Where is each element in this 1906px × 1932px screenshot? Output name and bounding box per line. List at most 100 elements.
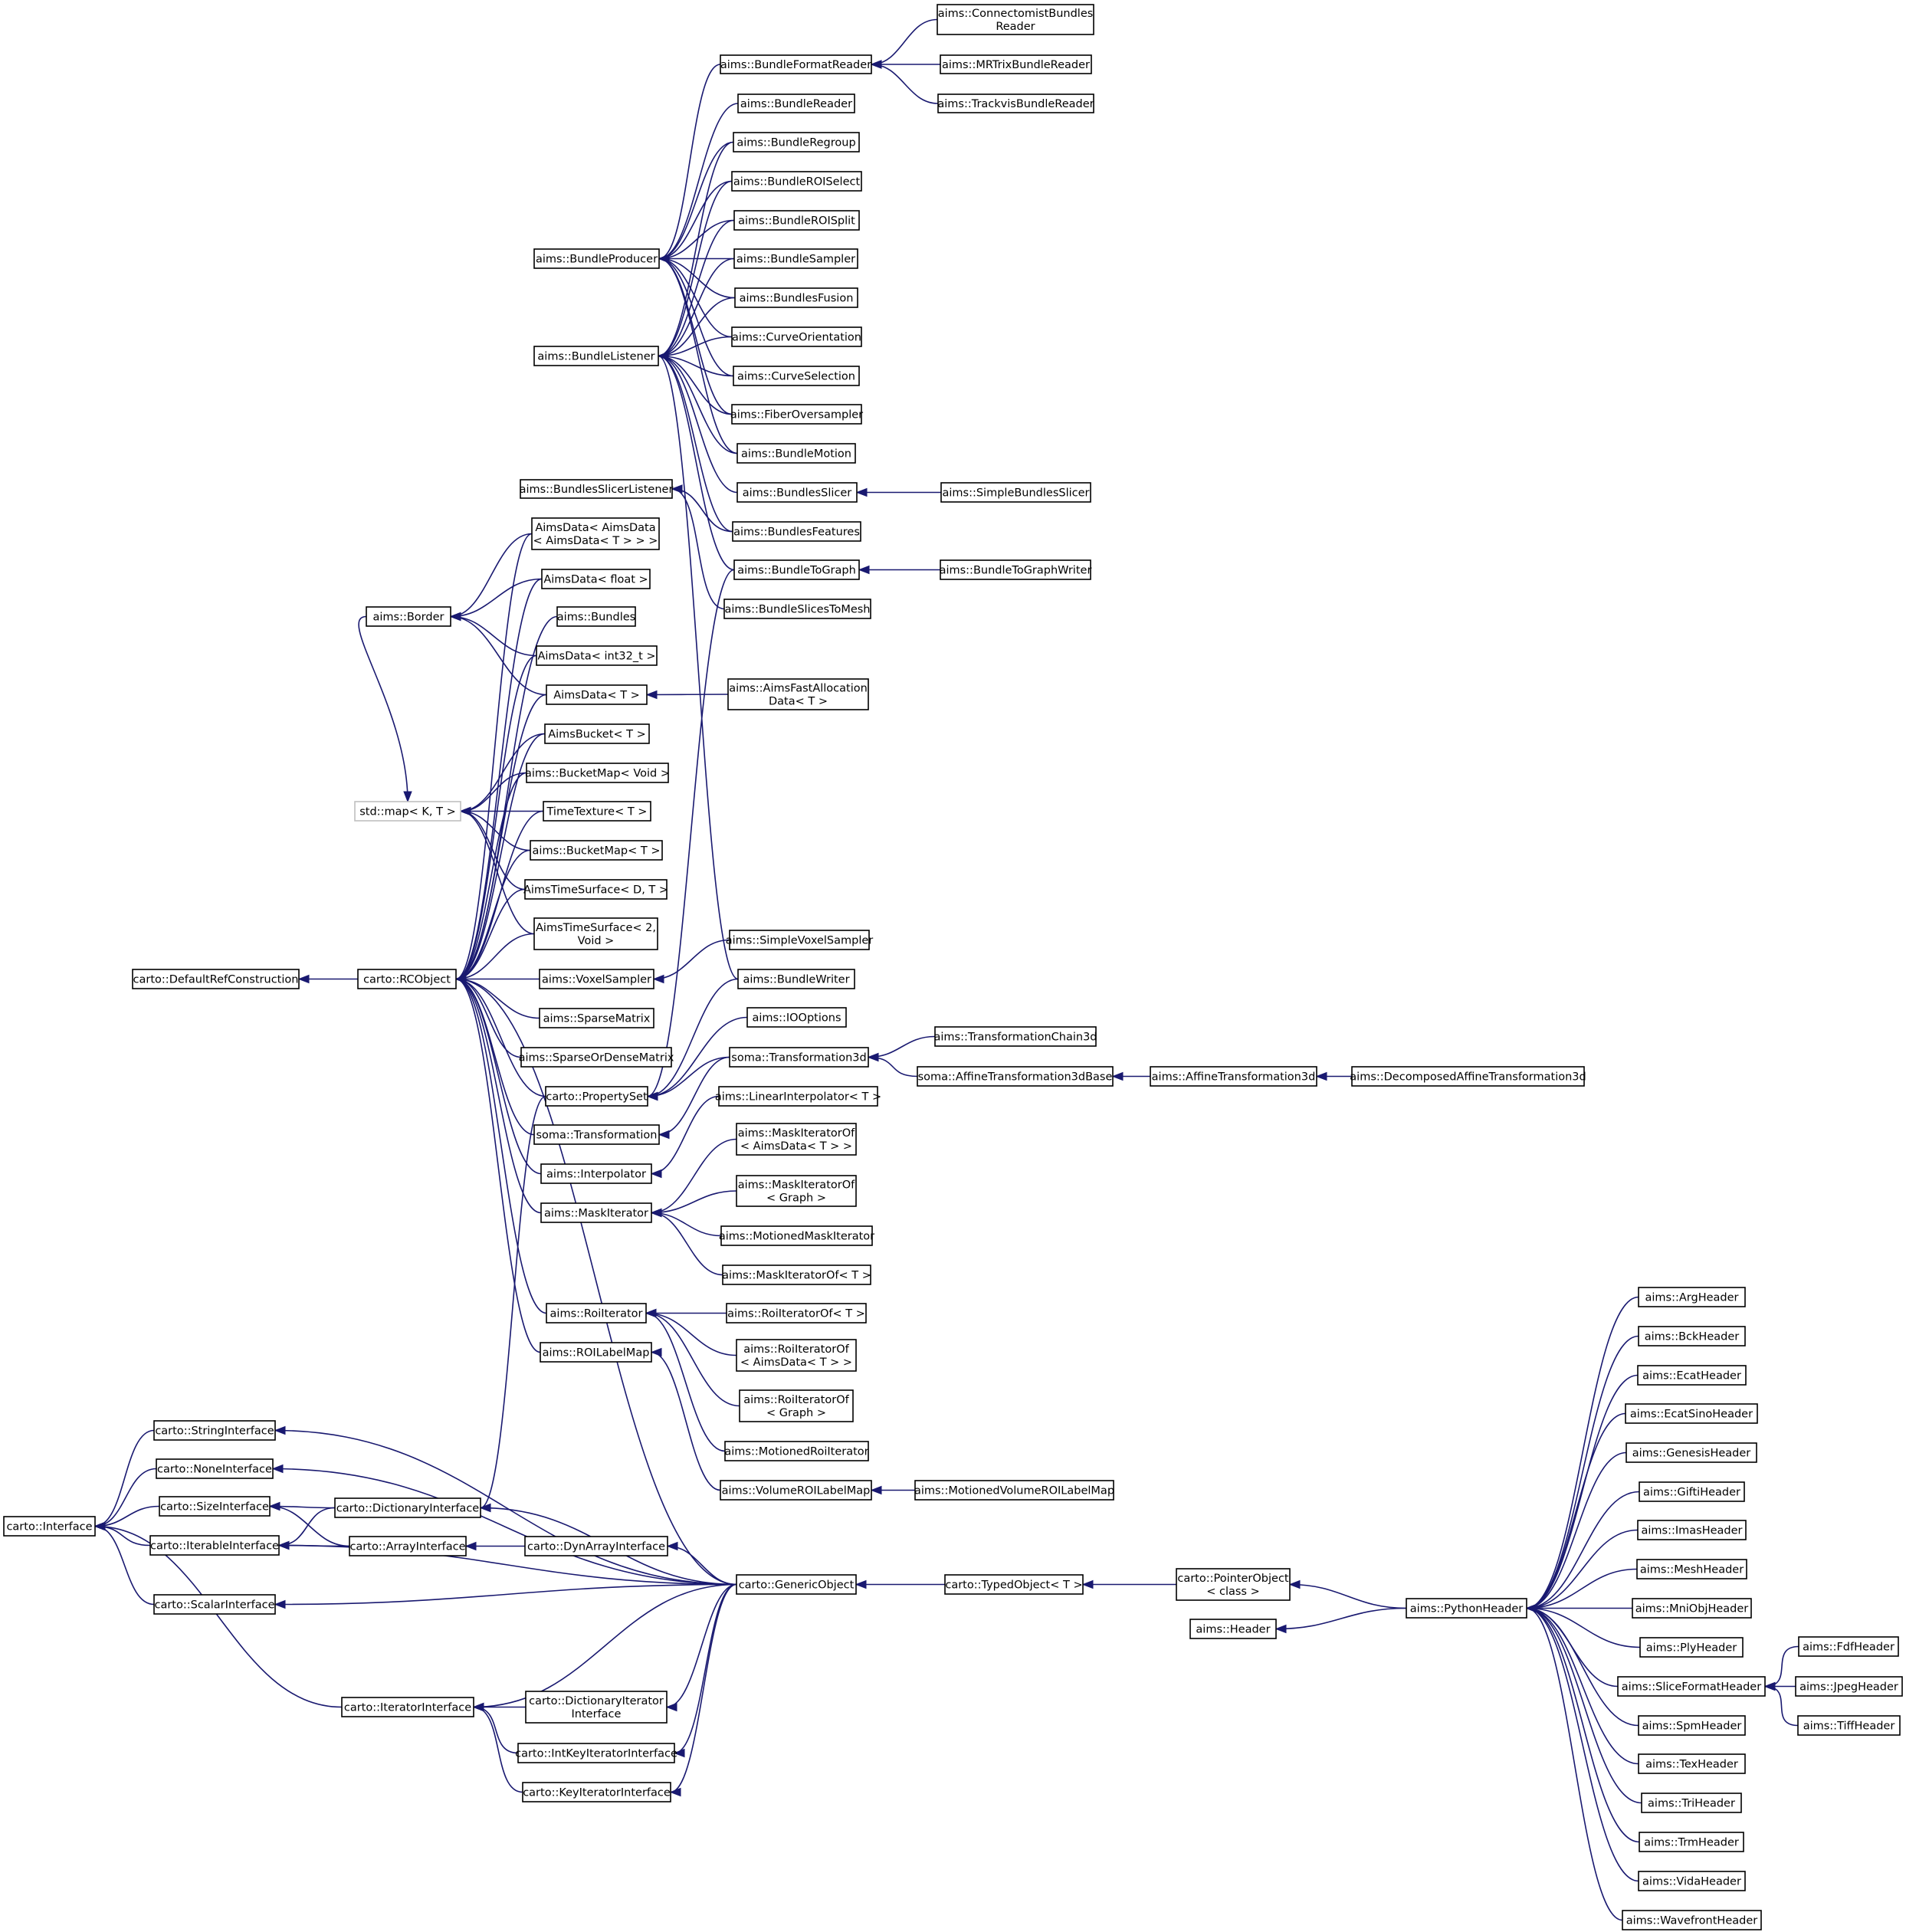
- class-node-roi-iterator-of-aims-data[interactable]: aims::RoiIteratorOf< AimsData< T > >: [736, 1339, 857, 1372]
- node-box[interactable]: [153, 1420, 276, 1441]
- class-node-slice-format-header[interactable]: aims::SliceFormatHeader: [1617, 1676, 1766, 1697]
- class-node-roi-iterator-of-graph[interactable]: aims::RoiIteratorOf< Graph >: [739, 1389, 854, 1422]
- node-box[interactable]: [524, 1536, 668, 1556]
- node-box[interactable]: [733, 559, 860, 580]
- class-node-tex-header[interactable]: aims::TexHeader: [1638, 1753, 1746, 1774]
- class-node-transformation3d[interactable]: soma::Transformation3d: [729, 1047, 869, 1068]
- class-node-affine-transformation3d-base[interactable]: soma::AffineTransformation3dBase: [917, 1066, 1114, 1087]
- node-box[interactable]: [341, 1697, 474, 1717]
- class-node-arg-header[interactable]: aims::ArgHeader: [1638, 1287, 1746, 1307]
- node-box[interactable]: [940, 559, 1091, 580]
- node-box[interactable]: [736, 443, 856, 464]
- node-box[interactable]: [149, 1535, 280, 1556]
- node-box[interactable]: [736, 1339, 857, 1372]
- node-box[interactable]: [539, 1008, 654, 1028]
- class-node-mni-obj-header[interactable]: aims::MniObjHeader: [1632, 1598, 1752, 1619]
- class-node-tiff-header[interactable]: aims::TiffHeader: [1797, 1715, 1901, 1736]
- node-box[interactable]: [1639, 1832, 1744, 1852]
- class-node-bundle-reader[interactable]: aims::BundleReader: [737, 93, 855, 113]
- node-box[interactable]: [543, 801, 651, 822]
- class-node-curve-selection[interactable]: aims::CurveSelection: [733, 366, 860, 386]
- class-node-bundle-listener[interactable]: aims::BundleListener: [533, 346, 659, 366]
- node-box[interactable]: [531, 517, 660, 550]
- class-node-none-interface[interactable]: carto::NoneInterface: [156, 1458, 274, 1479]
- node-box[interactable]: [1795, 1676, 1903, 1697]
- node-box[interactable]: [522, 1782, 671, 1802]
- node-box[interactable]: [1622, 1910, 1762, 1930]
- node-box[interactable]: [156, 1458, 274, 1479]
- class-node-generic-object[interactable]: carto::GenericObject: [736, 1574, 857, 1595]
- class-node-time-texture-t[interactable]: TimeTexture< T >: [543, 801, 651, 822]
- class-node-mask-iterator[interactable]: aims::MaskIterator: [540, 1202, 652, 1223]
- node-box[interactable]: [1636, 1559, 1747, 1579]
- class-node-bundles[interactable]: aims::Bundles: [556, 606, 636, 627]
- node-box[interactable]: [520, 479, 673, 499]
- class-node-bundle-regroup[interactable]: aims::BundleRegroup: [733, 132, 860, 153]
- class-node-interface[interactable]: carto::Interface: [3, 1516, 96, 1537]
- node-box[interactable]: [1150, 1066, 1317, 1087]
- class-node-transformation[interactable]: soma::Transformation: [533, 1124, 660, 1145]
- node-box[interactable]: [727, 678, 869, 710]
- node-box[interactable]: [159, 1496, 271, 1517]
- node-box[interactable]: [731, 326, 862, 347]
- class-node-bundle-to-graph[interactable]: aims::BundleToGraph: [733, 559, 860, 580]
- node-box[interactable]: [1638, 1326, 1746, 1346]
- node-box[interactable]: [1176, 1568, 1291, 1601]
- node-box[interactable]: [525, 1691, 668, 1724]
- class-node-jpeg-header[interactable]: aims::JpegHeader: [1795, 1676, 1903, 1697]
- class-node-ply-header[interactable]: aims::PlyHeader: [1639, 1637, 1744, 1658]
- node-box[interactable]: [1639, 1481, 1745, 1502]
- node-box[interactable]: [1406, 1598, 1527, 1619]
- class-node-interpolator[interactable]: aims::Interpolator: [540, 1163, 652, 1184]
- node-box[interactable]: [544, 723, 650, 744]
- class-node-aims-bucket-t[interactable]: AimsBucket< T >: [544, 723, 650, 744]
- class-node-mesh-header[interactable]: aims::MeshHeader: [1636, 1559, 1747, 1579]
- class-node-aims-time-surface2-void[interactable]: AimsTimeSurface< 2,Void >: [533, 917, 658, 950]
- class-node-key-iterator-interface[interactable]: carto::KeyIteratorInterface: [522, 1782, 671, 1802]
- class-node-python-header[interactable]: aims::PythonHeader: [1406, 1598, 1527, 1619]
- node-box[interactable]: [366, 606, 451, 627]
- node-box[interactable]: [729, 930, 870, 950]
- node-box[interactable]: [540, 1342, 652, 1363]
- node-box[interactable]: [746, 1007, 847, 1028]
- node-box[interactable]: [940, 54, 1092, 74]
- class-node-aims-time-surface-dt[interactable]: AimsTimeSurface< D, T >: [523, 879, 668, 900]
- node-box[interactable]: [737, 93, 855, 113]
- class-node-gifti-header[interactable]: aims::GiftiHeader: [1639, 1481, 1745, 1502]
- node-box[interactable]: [736, 1574, 857, 1595]
- class-node-bundle-motion[interactable]: aims::BundleMotion: [736, 443, 856, 464]
- class-node-transformation-chain3d[interactable]: aims::TransformationChain3d: [934, 1026, 1097, 1047]
- node-box[interactable]: [334, 1497, 481, 1518]
- node-box[interactable]: [1351, 1066, 1585, 1087]
- node-box[interactable]: [1637, 1365, 1747, 1386]
- class-node-sparse-matrix[interactable]: aims::SparseMatrix: [539, 1008, 654, 1028]
- class-node-bundles-slicer[interactable]: aims::BundlesSlicer: [736, 482, 858, 503]
- node-box[interactable]: [556, 606, 636, 627]
- node-box[interactable]: [722, 1264, 871, 1285]
- class-node-mr-trix-bundle-reader[interactable]: aims::MRTrixBundleReader: [940, 54, 1092, 74]
- node-box[interactable]: [1189, 1619, 1277, 1639]
- node-box[interactable]: [720, 1225, 873, 1246]
- node-box[interactable]: [723, 599, 871, 619]
- node-box[interactable]: [1632, 1598, 1752, 1619]
- class-node-volume-roi-label-map[interactable]: aims::VolumeROILabelMap: [720, 1480, 872, 1501]
- class-node-fdf-header[interactable]: aims::FdfHeader: [1798, 1636, 1899, 1657]
- node-box[interactable]: [1625, 1403, 1758, 1424]
- node-box[interactable]: [545, 1086, 648, 1107]
- class-node-bundle-roi-select[interactable]: aims::BundleROISelect: [731, 171, 862, 192]
- class-node-sparse-or-dense-matrix[interactable]: aims::SparseOrDenseMatrix: [519, 1047, 674, 1068]
- class-node-bucket-map-void[interactable]: aims::BucketMap< Void >: [525, 763, 670, 783]
- class-node-motioned-mask-iterator[interactable]: aims::MotionedMaskIterator: [719, 1225, 874, 1246]
- node-box[interactable]: [357, 969, 457, 989]
- class-node-string-interface[interactable]: carto::StringInterface: [153, 1420, 276, 1441]
- node-box[interactable]: [736, 1123, 857, 1156]
- node-box[interactable]: [3, 1516, 96, 1537]
- node-box[interactable]: [541, 569, 651, 589]
- node-box[interactable]: [1638, 1753, 1746, 1774]
- node-box[interactable]: [736, 482, 858, 503]
- node-box[interactable]: [732, 521, 861, 542]
- node-box[interactable]: [1798, 1636, 1899, 1657]
- node-box[interactable]: [540, 1202, 652, 1223]
- class-node-bundles-slicer-listener[interactable]: aims::BundlesSlicerListener: [520, 479, 674, 499]
